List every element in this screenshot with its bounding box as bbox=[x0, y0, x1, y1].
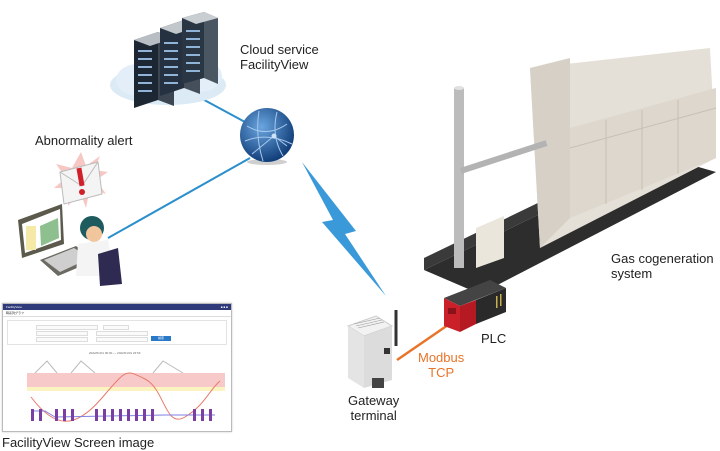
wireless-lightning-icon bbox=[302, 162, 386, 296]
gateway-device-icon bbox=[344, 308, 404, 393]
screen-image-caption: FacilityView Screen image bbox=[2, 435, 155, 450]
server-rack-cloud-icon bbox=[108, 10, 228, 110]
modbus-tcp-label: Modbus TCP bbox=[418, 350, 465, 380]
operator-at-computer-icon bbox=[14, 196, 124, 286]
facilityview-screen-image: FacilityView ■ ■ ■ 時系列グラフ 検索 2022/01/01 … bbox=[2, 303, 232, 432]
screen-search-panel: 検索 bbox=[7, 320, 227, 345]
screen-app-title: FacilityView bbox=[6, 305, 22, 309]
abnormality-alert-label: Abnormality alert bbox=[35, 133, 133, 148]
gateway-to-plc-link bbox=[396, 323, 449, 362]
alert-mail-icon bbox=[52, 150, 110, 212]
screen-chart bbox=[27, 360, 225, 422]
plc-icon bbox=[440, 276, 510, 336]
operator-to-internet-link bbox=[107, 157, 251, 239]
screen-date-nav: 2022/01/01 00:00 — 2022/01/01 23:59 bbox=[89, 351, 141, 355]
screen-chart-bars bbox=[31, 409, 212, 421]
screen-window-controls: ■ ■ ■ bbox=[220, 305, 228, 309]
cogeneration-plant-icon bbox=[420, 48, 720, 298]
cloud-service-label: Cloud service FacilityView bbox=[240, 42, 319, 72]
screen-search-button: 検索 bbox=[151, 336, 171, 341]
globe-network-icon bbox=[237, 106, 297, 166]
screen-titlebar: FacilityView ■ ■ ■ bbox=[3, 304, 231, 310]
plc-label: PLC bbox=[481, 331, 507, 346]
cogeneration-label: Gas cogeneration system bbox=[611, 251, 714, 281]
gateway-terminal-label: Gateway terminal bbox=[348, 393, 400, 423]
screen-tab: 時系列グラフ bbox=[3, 310, 231, 317]
